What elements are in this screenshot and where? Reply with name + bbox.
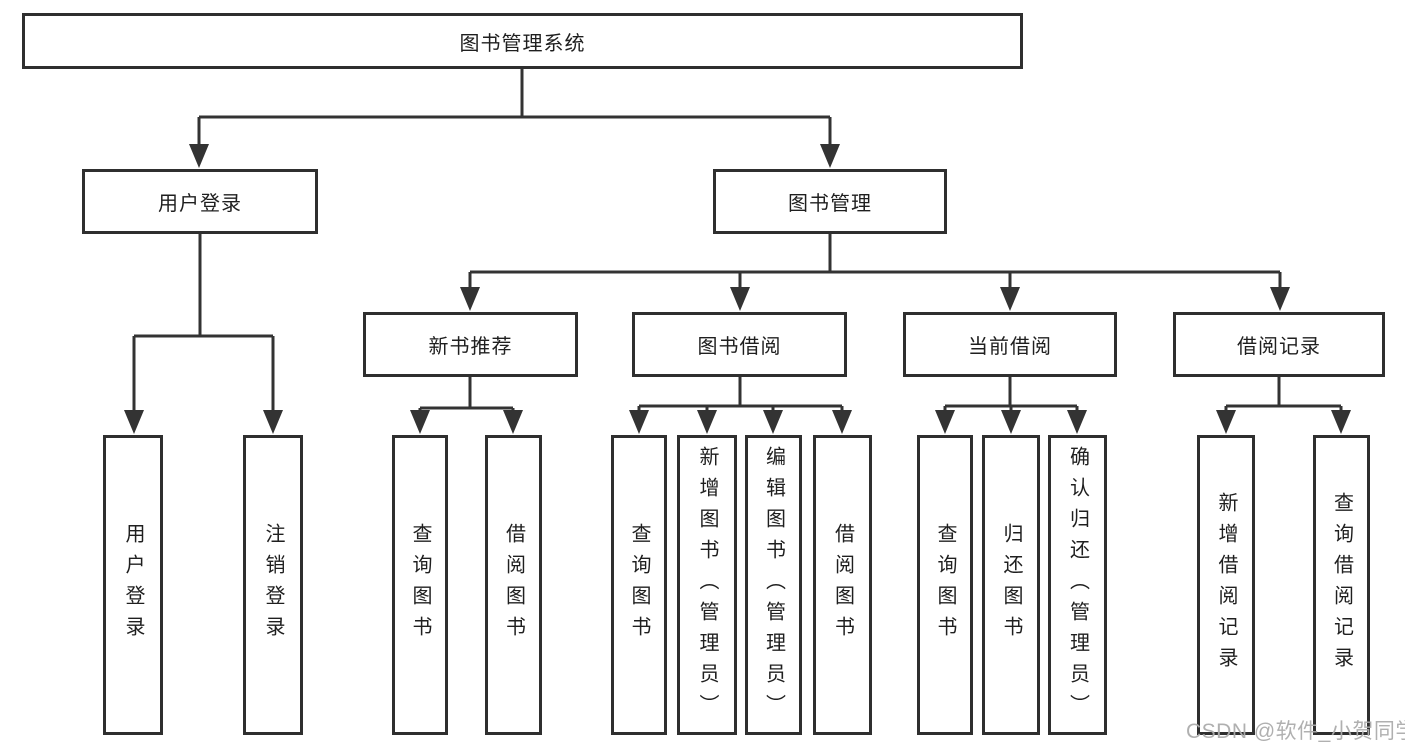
leaf-label: 注销登录 (262, 523, 284, 647)
leaf-query-books-borrowing: 查询图书 (611, 435, 667, 735)
leaf-add-borrow-record: 新增借阅记录 (1197, 435, 1255, 735)
node-label: 图书管理系统 (459, 32, 586, 55)
leaf-label: 编辑图书（管理员） (762, 445, 785, 725)
leaf-confirm-return-admin: 确认归还（管理员） (1048, 435, 1107, 735)
leaf-user-login: 用户登录 (103, 435, 163, 735)
leaf-label: 借阅图书 (502, 523, 525, 647)
leaf-label: 查询图书 (934, 523, 956, 647)
leaf-label: 归还图书 (1000, 523, 1022, 647)
leaf-return-book: 归还图书 (982, 435, 1040, 735)
node-library-management-system: 图书管理系统 (22, 13, 1023, 69)
leaf-label: 新增图书（管理员） (696, 445, 718, 725)
node-label: 图书管理 (788, 193, 872, 215)
node-label: 当前借阅 (968, 336, 1052, 358)
leaf-query-books-current: 查询图书 (917, 435, 973, 735)
leaf-label: 借阅图书 (831, 523, 854, 647)
node-label: 图书借阅 (697, 336, 782, 358)
leaf-add-book-admin: 新增图书（管理员） (677, 435, 737, 735)
node-new-book-recommendation: 新书推荐 (363, 312, 578, 377)
leaf-edit-book-admin: 编辑图书（管理员） (745, 435, 802, 735)
node-label: 新书推荐 (428, 336, 513, 358)
node-label: 用户登录 (158, 193, 242, 215)
watermark: CSDN @软件_小贺同学 (1186, 720, 1405, 743)
leaf-label: 查询图书 (628, 523, 650, 647)
leaf-borrow-books-borrowing: 借阅图书 (813, 435, 872, 735)
leaf-label: 用户登录 (122, 523, 144, 647)
node-borrowing-records: 借阅记录 (1173, 312, 1385, 377)
leaf-query-books-recommend: 查询图书 (392, 435, 448, 735)
arrowhead-icons (124, 144, 1351, 434)
leaf-logout: 注销登录 (243, 435, 303, 735)
leaf-query-borrow-record: 查询借阅记录 (1313, 435, 1370, 735)
node-label: 借阅记录 (1237, 336, 1321, 358)
node-user-login: 用户登录 (82, 169, 318, 234)
leaf-label: 确认归还（管理员） (1066, 445, 1089, 725)
node-book-management: 图书管理 (713, 169, 947, 234)
node-current-borrowing: 当前借阅 (903, 312, 1117, 377)
leaf-label: 新增借阅记录 (1215, 492, 1237, 678)
leaf-label: 查询图书 (409, 523, 431, 647)
leaf-borrow-books-recommend: 借阅图书 (485, 435, 542, 735)
node-book-borrowing: 图书借阅 (632, 312, 847, 377)
leaf-label: 查询借阅记录 (1330, 492, 1353, 678)
